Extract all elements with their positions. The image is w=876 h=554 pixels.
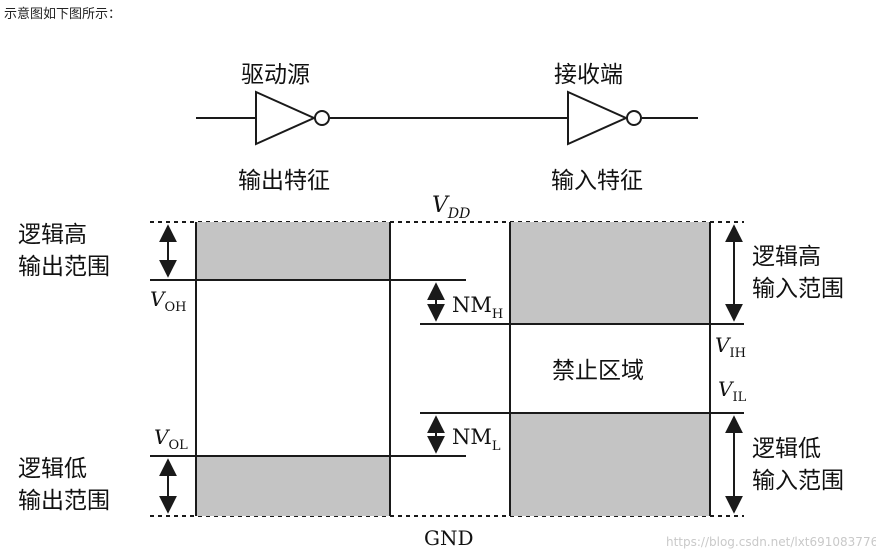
output-high-label-line2: 输出范围: [18, 254, 110, 280]
watermark-text: https://blog.csdn.net/lxt691083776: [666, 535, 876, 549]
nml-label: NML: [452, 425, 501, 454]
vol-label: VOL: [154, 425, 188, 453]
driver-label: 驱动源: [241, 62, 310, 88]
input-low-label-line2: 输入范围: [752, 468, 844, 494]
input-high-region: [510, 222, 710, 324]
output-column-outline: [195, 222, 391, 516]
input-characteristics-label: 输入特征: [551, 168, 643, 194]
gnd-label: GND: [424, 526, 474, 550]
input-high-label-line1: 逻辑高: [752, 244, 821, 270]
caption-text: 示意图如下图所示：: [4, 7, 122, 22]
vil-label: VIL: [718, 377, 747, 405]
driver-inverter: [255, 90, 330, 146]
output-high-label-line1: 逻辑高: [18, 222, 87, 248]
output-high-region: [196, 222, 390, 280]
input-high-label-line2: 输入范围: [752, 276, 844, 302]
vih-label: VIH: [715, 333, 746, 361]
forbidden-region-label: 禁止区域: [552, 358, 644, 384]
forbidden-region: [510, 324, 710, 413]
output-low-region: [196, 456, 390, 516]
vdd-label: VDD: [432, 193, 470, 222]
receiver-label: 接收端: [554, 62, 623, 88]
output-low-label-line1: 逻辑低: [18, 456, 87, 482]
nmh-label: NMH: [452, 293, 503, 322]
output-characteristics-label: 输出特征: [238, 168, 330, 194]
receiver-inverter: [567, 90, 642, 146]
input-column-outline: [509, 222, 711, 516]
voh-label: VOH: [150, 287, 186, 315]
input-low-region: [510, 413, 710, 516]
output-low-label-line2: 输出范围: [18, 488, 110, 514]
input-low-label-line1: 逻辑低: [752, 436, 821, 462]
